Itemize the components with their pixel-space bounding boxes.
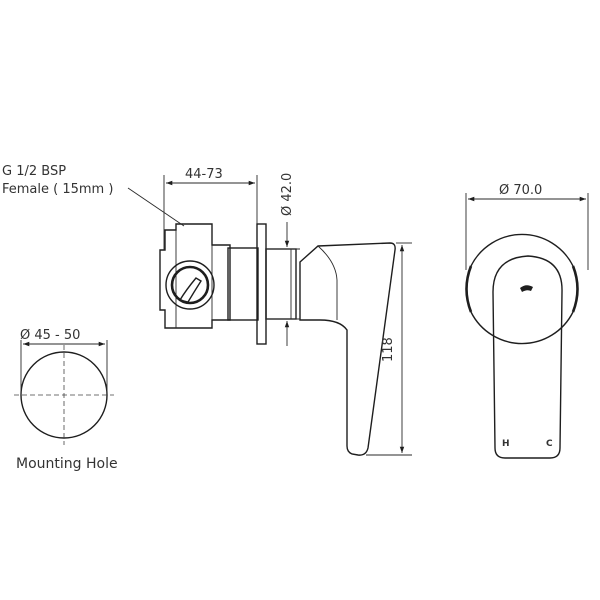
thread-label-line1: G 1/2 BSP	[2, 164, 66, 179]
cold-marker: C	[546, 439, 553, 449]
front-view: H C Ø 70.0	[465, 183, 589, 459]
inlet-port-ring	[170, 265, 210, 305]
lever-handle-edge	[317, 245, 338, 320]
outlet-diameter-label: Ø 42.0	[280, 173, 295, 216]
thread-leader	[127, 187, 185, 227]
mounting-hole-label: Mounting Hole	[16, 456, 118, 472]
depth-range-label: 44-73	[185, 167, 223, 182]
wall-plate-front	[470, 233, 574, 345]
valve-body-outline	[159, 223, 231, 329]
hot-marker: H	[502, 439, 510, 449]
trim-sleeve	[265, 248, 297, 320]
height-label: 118	[381, 337, 396, 362]
inlet-port-thread	[178, 277, 202, 303]
plate-diameter-label: Ø 70.0	[499, 183, 542, 198]
inlet-port-outer	[165, 260, 215, 310]
side-view: G 1/2 BSP Female ( 15mm ) 44-73 Ø 42.0 1…	[2, 164, 412, 456]
thread-label-line2: Female ( 15mm )	[2, 182, 113, 197]
lever-indicator	[520, 285, 533, 292]
lever-handle-front	[492, 255, 563, 459]
hole-diameter-label: Ø 45 - 50	[20, 328, 80, 343]
lever-handle-side	[299, 242, 396, 456]
wall-plate-rim	[465, 265, 579, 313]
spindle-housing	[227, 247, 259, 321]
mounting-hole-view: Ø 45 - 50 Mounting Hole	[14, 328, 118, 472]
